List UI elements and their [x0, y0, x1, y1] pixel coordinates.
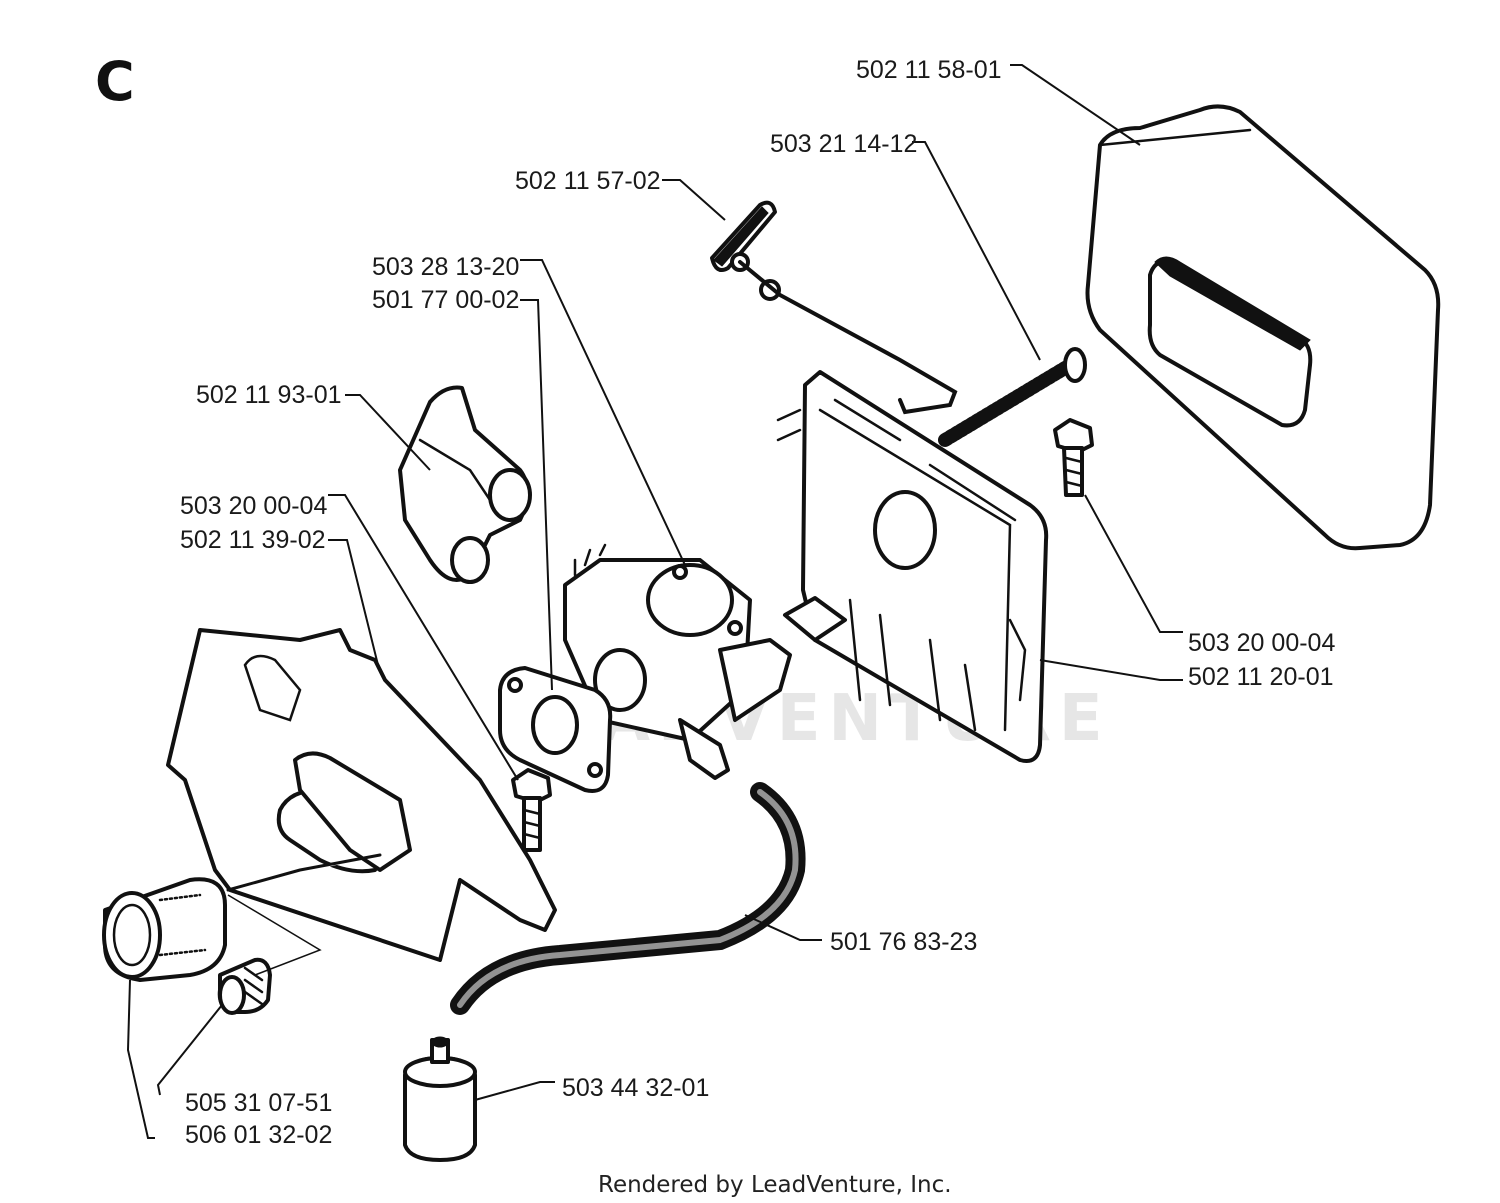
grommet-large-drawing	[102, 877, 227, 982]
label-spring-bolt: 503 21 14-12	[770, 130, 917, 158]
fuel-filter-drawing	[403, 1036, 477, 1162]
filter-cover-drawing	[166, 628, 557, 962]
screw-right-drawing	[1053, 418, 1094, 497]
label-filter-cover: 502 11 39-02	[180, 526, 326, 554]
label-fuel-hose: 501 76 83-23	[830, 928, 977, 956]
part-labels: 502 11 58-01 503 21 14-12 502 11 57-02 5…	[180, 56, 1335, 1149]
label-carburetor-gasket: 501 77 00-02	[372, 286, 519, 314]
fuel-hose-drawing	[450, 782, 806, 1015]
air-filter-drawing	[1085, 104, 1441, 551]
section-letter: C	[95, 50, 135, 113]
label-fuel-filter: 503 44 32-01	[562, 1074, 709, 1102]
carburetor-gasket-drawing	[498, 666, 613, 793]
label-screw-right: 503 20 00-04	[1188, 629, 1335, 657]
label-grommet-large: 506 01 32-02	[185, 1121, 332, 1149]
sleeve-small-drawing	[217, 957, 272, 1015]
screw-left-drawing	[511, 768, 552, 852]
label-sleeve-small: 505 31 07-51	[185, 1089, 332, 1117]
label-intake-boot: 502 11 93-01	[196, 381, 342, 409]
carburetor-drawing	[563, 543, 792, 780]
choke-knob-drawing	[710, 200, 958, 415]
intake-boot-drawing	[398, 385, 532, 584]
label-carburetor: 503 28 13-20	[372, 253, 519, 281]
filter-holder-drawing	[776, 370, 1049, 763]
footer-credit: Rendered by LeadVenture, Inc.	[598, 1172, 952, 1198]
label-choke-knob: 502 11 57-02	[515, 167, 661, 195]
label-air-filter: 502 11 58-01	[856, 56, 1002, 84]
leader-lines	[126, 64, 1183, 1139]
spring-bolt-drawing	[938, 347, 1087, 447]
label-screw-left: 503 20 00-04	[180, 492, 327, 520]
label-filter-holder: 502 11 20-01	[1188, 663, 1334, 691]
